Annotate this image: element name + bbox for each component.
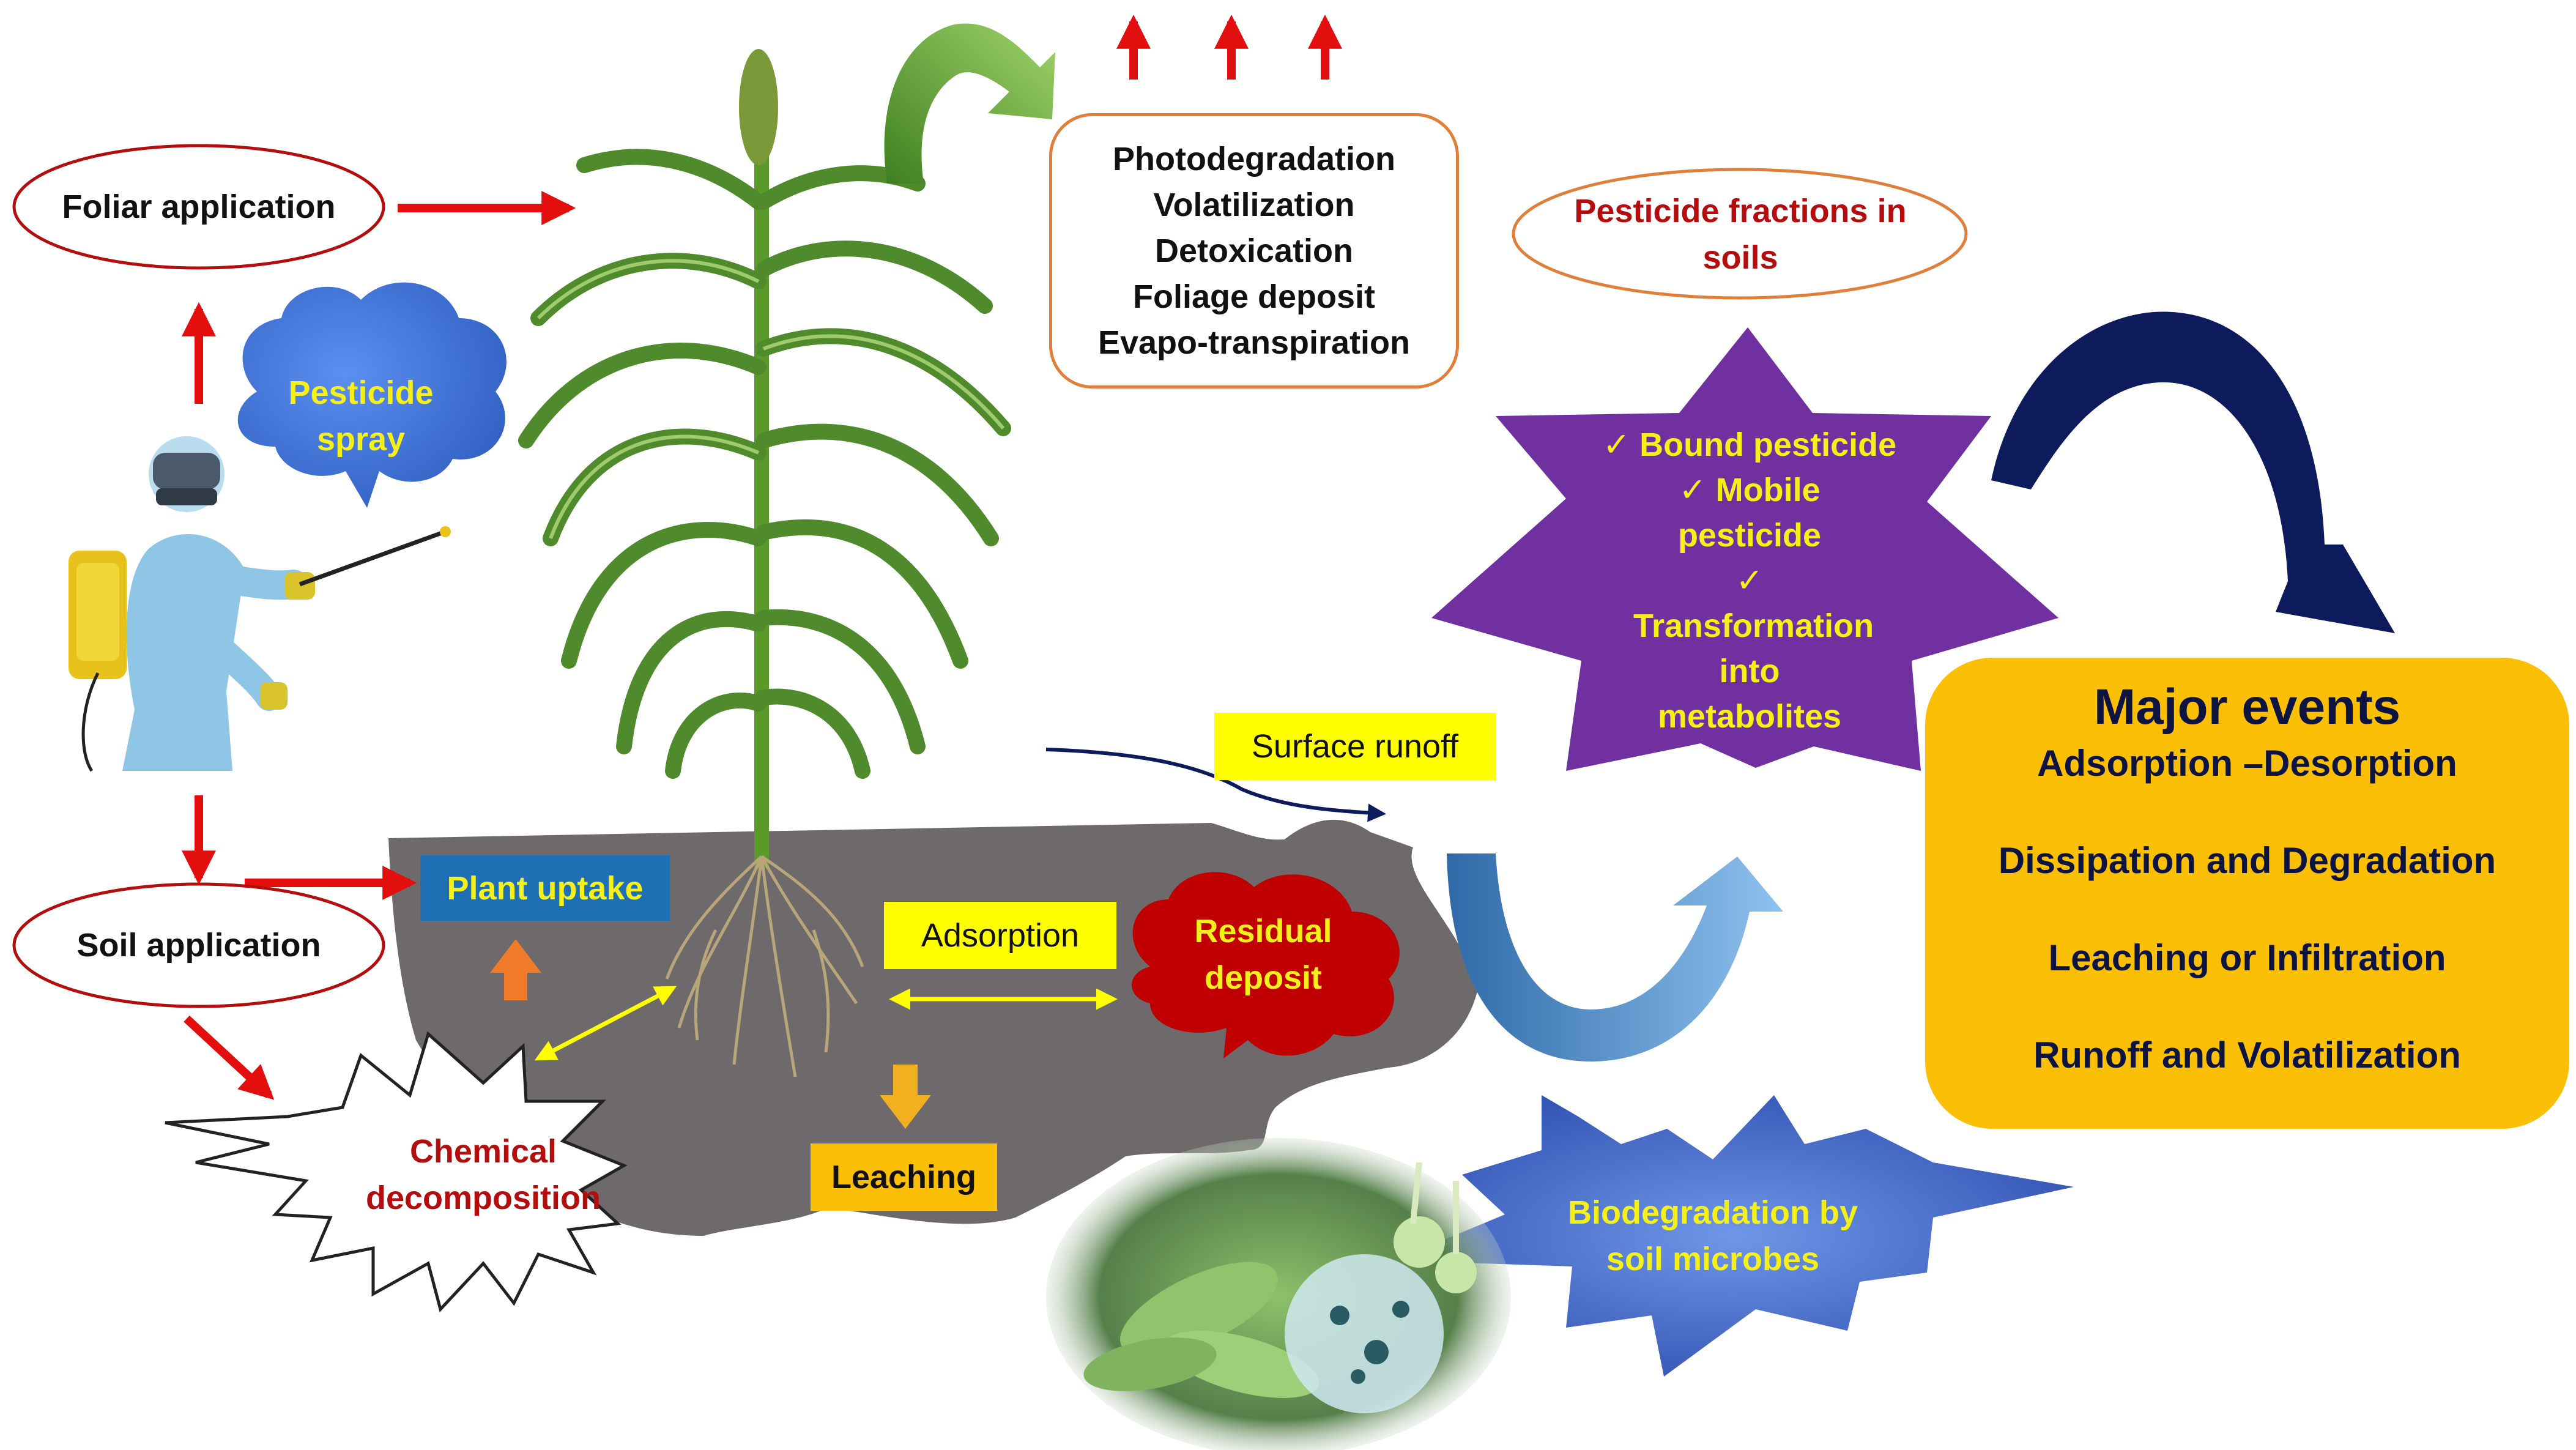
major-event-item: Leaching or Infiltration [2048, 937, 2446, 978]
foliar-application-label: Foliar application [62, 188, 336, 225]
plant-fate-item: Volatilization [1153, 186, 1355, 223]
foliar-oval [12, 144, 385, 270]
fraction-item-2: ✓ Mobile pesticide [1677, 472, 1822, 554]
fractions-star [1431, 327, 2058, 771]
chemical-decomposition-label: Chemical decomposition [365, 1133, 601, 1216]
arrow-soil-to-chemical [184, 1015, 275, 1100]
sorghum-plant-icon [518, 49, 1011, 1077]
adsorption-box [884, 902, 1116, 969]
plant-fate-item: Photodegradation [1113, 140, 1395, 177]
leaching-box [811, 1143, 997, 1211]
soil-application-label: Soil application [76, 927, 321, 964]
uptake-up-arrow [490, 939, 541, 1000]
major-events-box: Major events Adsorption –Desorption Diss… [1925, 658, 2569, 1129]
surface-runoff-label: Surface runoff [1251, 728, 1459, 765]
microbes-image-icon [1046, 1138, 1511, 1450]
plant-uptake-box [420, 855, 670, 921]
major-event-item: Runoff and Volatilization [2033, 1035, 2461, 1076]
residual-deposit-label: Residual deposit [1194, 913, 1332, 996]
plant-fate-item: Foliage deposit [1132, 278, 1376, 315]
fraction-item-1: ✓ Bound pesticide [1602, 426, 1897, 463]
green-curved-arrow [884, 23, 1055, 184]
sprayer-worker-icon [69, 436, 451, 772]
leaching-label: Leaching [831, 1159, 977, 1195]
plant-uptake-label: Plant uptake [447, 869, 644, 907]
check-icon: ✓ [1602, 426, 1631, 463]
check-icon: ✓ [1735, 562, 1764, 599]
plant-fate-item: Detoxication [1154, 232, 1354, 269]
soil-oval [12, 882, 385, 1008]
plant-fates-list: Photodegradation Volatilization Detoxica… [1049, 113, 1459, 389]
major-event-item: Dissipation and Degradation [1998, 840, 2496, 881]
biodegradation-star [1395, 1095, 2074, 1377]
residual-cloud [1132, 872, 1400, 1058]
fractions-list: ✓ Bound pesticide ✓ Mobile pesticide ✓ T… [1566, 422, 1933, 735]
pesticide-spray-label: Pesticide spray [288, 374, 434, 458]
fraction-item-3: ✓ Transformation into metabolites [1633, 562, 1874, 735]
navy-curved-arrow [1991, 311, 2395, 633]
fractions-oval [1512, 168, 1968, 300]
surface-runoff-box [1214, 713, 1496, 780]
adsorption-label: Adsorption [921, 917, 1080, 954]
spray-cloud [237, 282, 507, 508]
major-event-item: Adsorption –Desorption [2037, 743, 2457, 784]
roots-chemical-double-arrow [534, 986, 677, 1061]
surface-runoff-arrow [1045, 748, 1386, 822]
biodegradation-label: Biodegradation by soil microbes [1567, 1194, 1858, 1277]
fractions-title-label: Pesticide fractions in soils [1574, 192, 1907, 276]
leaching-down-arrow [880, 1065, 931, 1129]
chemical-decomposition-burst [165, 1031, 628, 1313]
major-events-title: Major events [2093, 679, 2401, 735]
blue-u-arrow [1447, 853, 1783, 1061]
check-icon: ✓ [1679, 472, 1707, 508]
plant-fate-item: Evapo-transpiration [1097, 324, 1411, 361]
